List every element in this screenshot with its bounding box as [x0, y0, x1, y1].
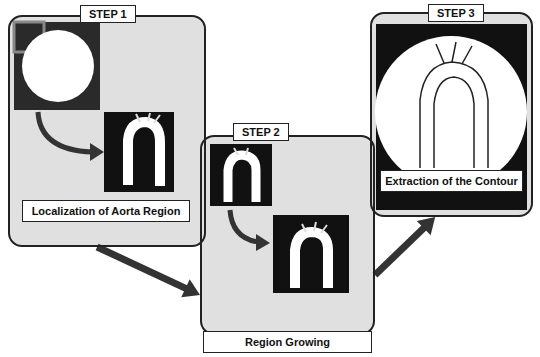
- step-tab: STEP 2: [233, 123, 289, 141]
- flow-arrow: [97, 247, 200, 297]
- step-panel: STEP 2Region Growing: [200, 135, 375, 335]
- arrow-head: [90, 143, 104, 161]
- step-caption: Extraction of the Contour: [380, 170, 523, 192]
- curved-arrow: [230, 210, 258, 242]
- arrow-head: [256, 234, 270, 251]
- arrow-head: [181, 279, 200, 297]
- mri-slice: [14, 22, 100, 110]
- aorta-image: [210, 144, 272, 206]
- arrow-line: [375, 227, 425, 275]
- arrow-head: [417, 217, 435, 235]
- flow-arrow: [375, 217, 435, 275]
- aorta-image: [104, 112, 174, 192]
- step-caption: Region Growing: [203, 331, 372, 353]
- panel-fill: [9, 16, 205, 246]
- panel-fill: [371, 13, 532, 216]
- step-tab: STEP 1: [80, 5, 136, 23]
- arrow-line: [97, 247, 187, 289]
- panel-fill: [201, 136, 374, 334]
- step-caption: Localization of Aorta Region: [22, 200, 190, 222]
- contour-image: [375, 24, 527, 210]
- step-panel: STEP 3Extraction of the Contour: [370, 12, 533, 217]
- step-panel: STEP 1Localization of Aorta Region: [8, 15, 206, 247]
- step-tab: STEP 3: [428, 4, 484, 22]
- segmented-aorta: [273, 215, 349, 293]
- curved-arrow: [38, 112, 92, 152]
